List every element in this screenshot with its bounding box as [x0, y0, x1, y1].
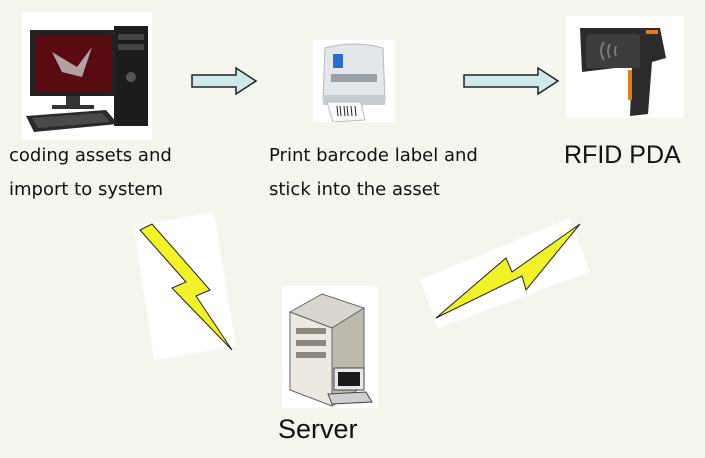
arrow-computer-to-printer	[190, 66, 260, 96]
arrow-printer-to-pda	[462, 66, 562, 96]
printer-label-line-1: Print barcode label and	[269, 145, 478, 166]
computer-label-line-1: coding assets and	[9, 145, 172, 166]
server-label: Server	[278, 414, 398, 445]
desktop-computer-icon	[22, 12, 152, 140]
server-computer-icon	[282, 286, 378, 408]
pda-label: RFID PDA	[564, 140, 704, 170]
pda-label-line-1: RFID PDA	[564, 141, 681, 169]
printer-label: Print barcode label and stick into the a…	[269, 139, 519, 207]
wireless-link-computer-server	[130, 210, 240, 370]
rfid-handheld-icon	[566, 16, 684, 118]
computer-label: coding assets and import to system	[9, 139, 199, 207]
server-label-line-1: Server	[278, 414, 358, 444]
wireless-link-pda-server	[420, 214, 592, 330]
label-printer-icon	[313, 40, 395, 122]
printer-label-line-2: stick into the asset	[269, 179, 440, 200]
computer-label-line-2: import to system	[9, 179, 164, 200]
